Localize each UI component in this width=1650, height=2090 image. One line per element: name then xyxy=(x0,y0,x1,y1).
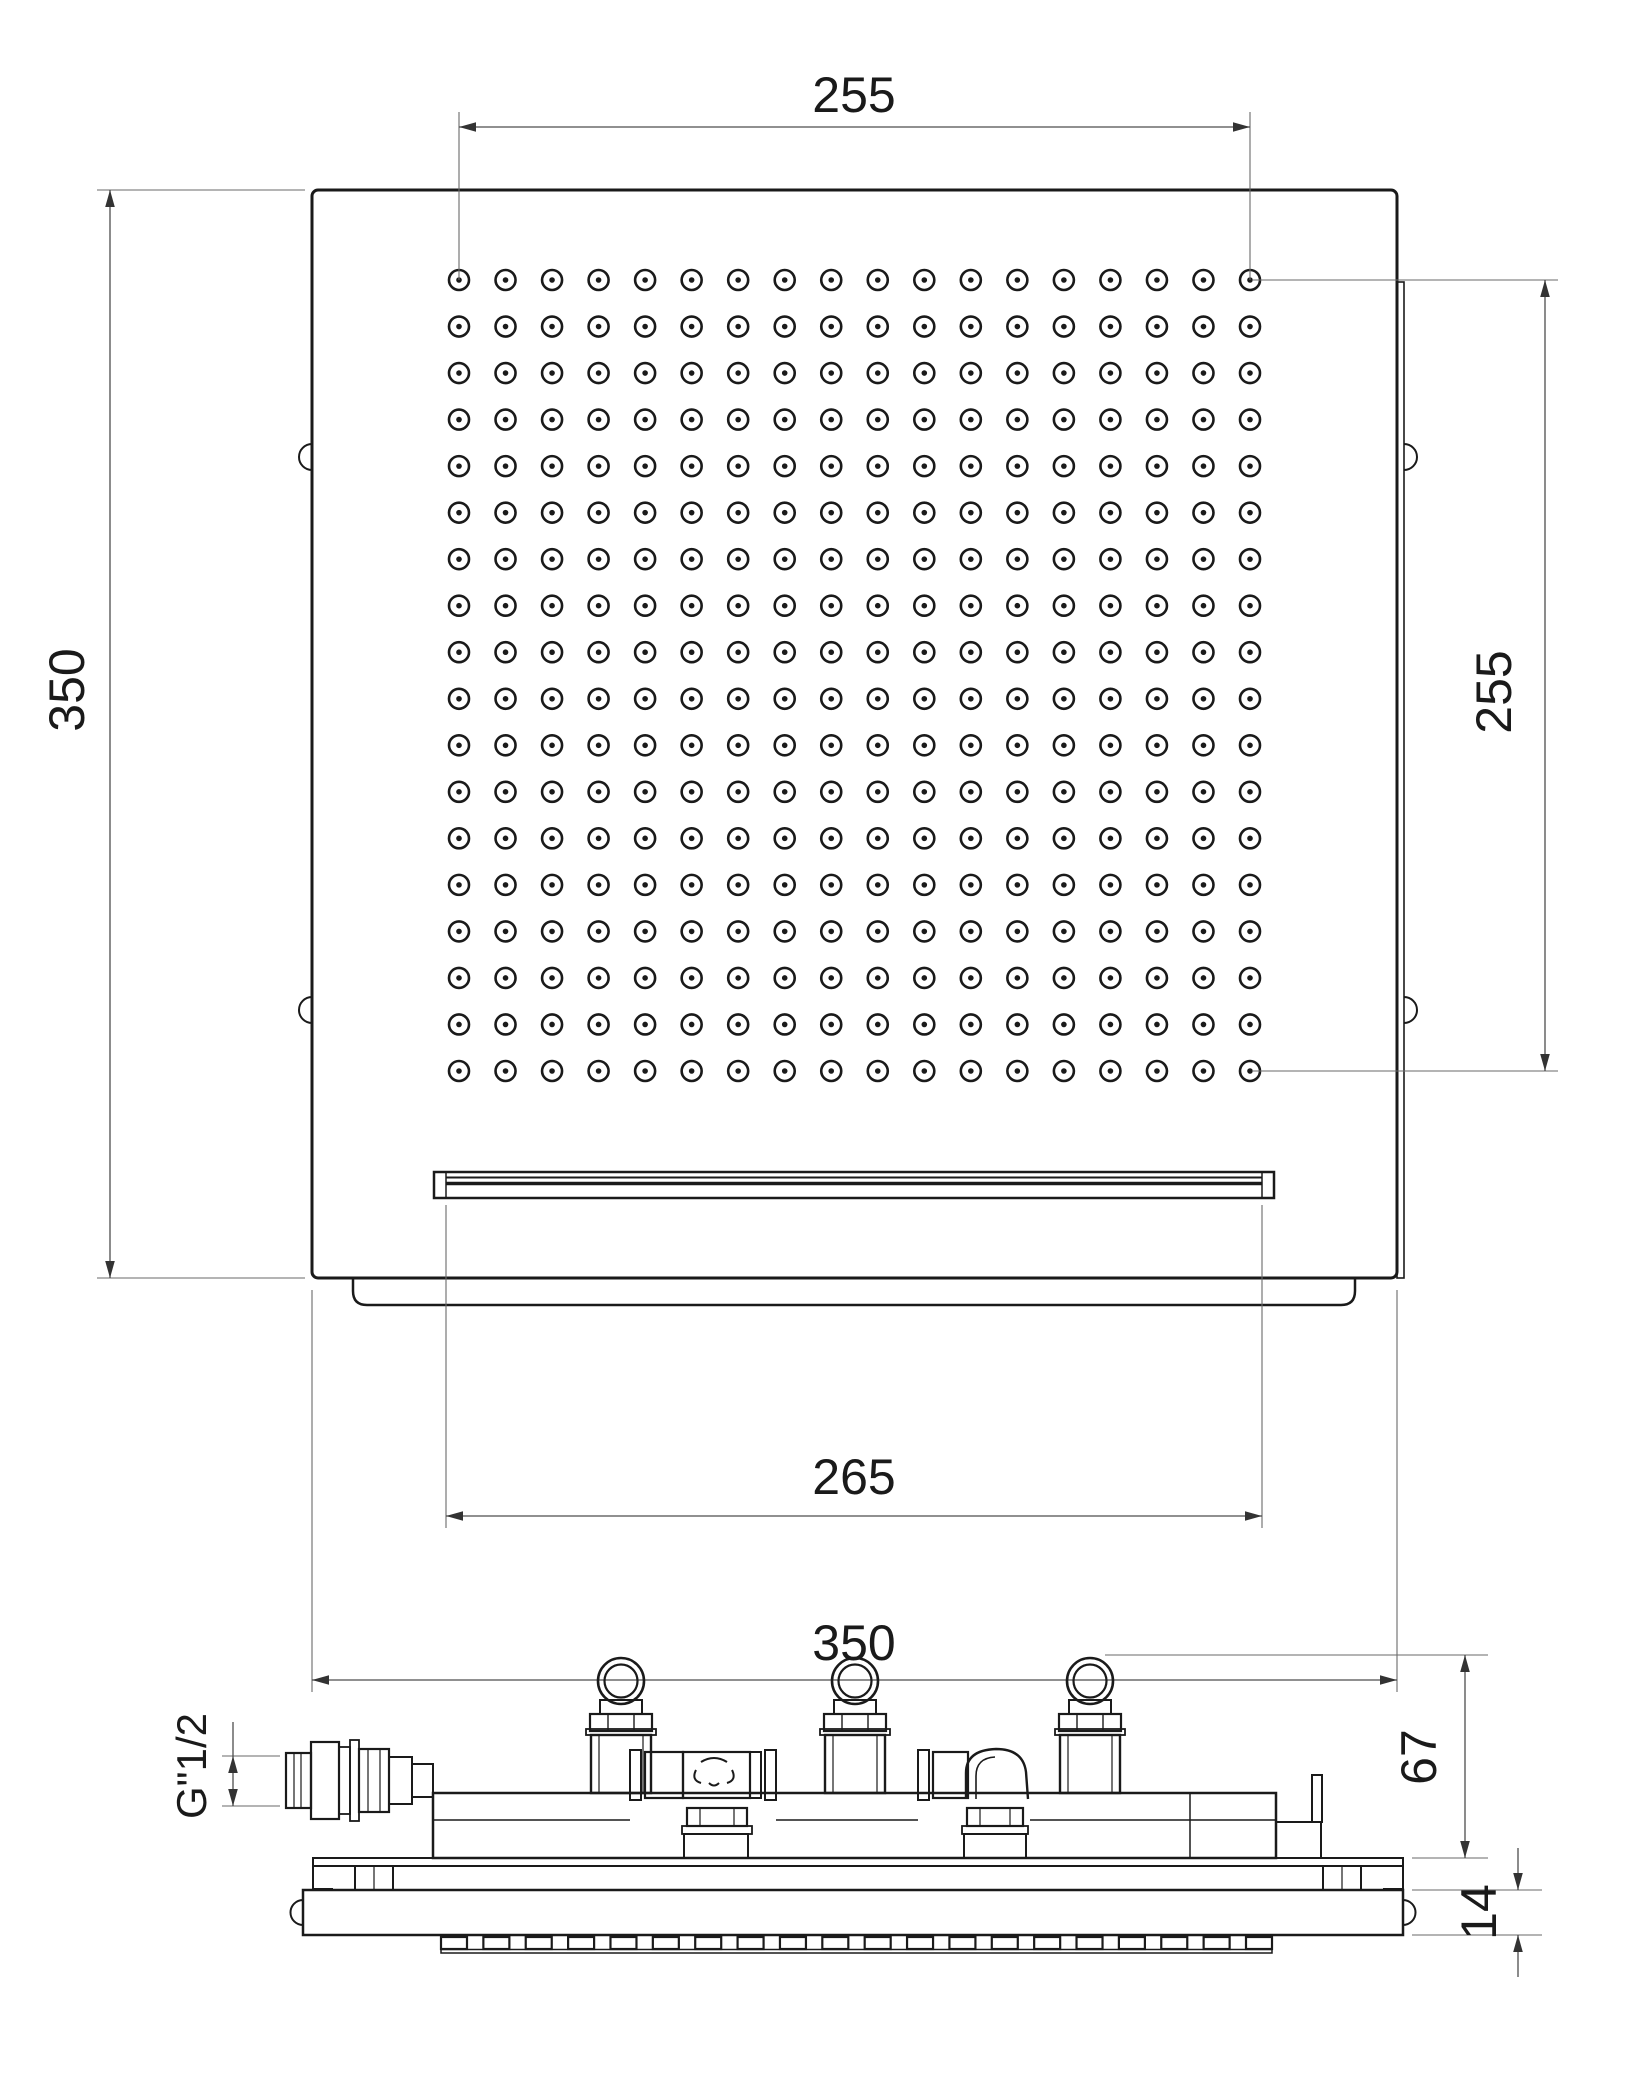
plate-side-strip xyxy=(1396,281,1405,1279)
tee-fitting xyxy=(629,1749,777,1859)
right-clip xyxy=(1383,1866,1404,1890)
side-view: G"1/2 67 14 xyxy=(168,1654,1542,1977)
plate-outline xyxy=(298,188,1418,1280)
dim-body-height-label: 67 xyxy=(1391,1729,1447,1785)
manifold-right-step xyxy=(1275,1821,1322,1859)
dim-bottom-width-label: 350 xyxy=(812,1615,895,1671)
tee-nut xyxy=(685,1806,749,1828)
dim-plate-thickness-label: 14 xyxy=(1451,1884,1507,1940)
plate-left-tab-upper xyxy=(298,443,313,471)
dim-bottom-width: 350 xyxy=(311,1290,1398,1692)
dim-top-width-label: 255 xyxy=(812,67,895,123)
outlet-teeth xyxy=(439,1935,1274,1951)
dim-right-height-label: 255 xyxy=(1466,650,1522,733)
mounting-plate xyxy=(312,1857,1404,1891)
top-view: 255 255 350 265 xyxy=(39,67,1558,1692)
dim-body-height: 67 xyxy=(1105,1654,1488,1859)
dim-right-height: 255 xyxy=(1252,279,1558,1072)
plate-right-tab-lower xyxy=(1403,996,1418,1024)
ring-hanger-3 xyxy=(1053,1656,1127,1795)
ring-hanger-2 xyxy=(818,1656,892,1795)
plate-right-tab-upper xyxy=(1403,443,1418,471)
dim-connector-thread-label: G"1/2 xyxy=(168,1713,215,1819)
shower-plate-slab xyxy=(289,1888,1417,1954)
supply-connector xyxy=(284,1739,434,1822)
mounting-flange xyxy=(351,1278,1357,1307)
dim-plate-thickness: 14 xyxy=(1412,1848,1542,1977)
left-clip xyxy=(312,1866,333,1890)
elbow-nut xyxy=(965,1806,1025,1828)
dim-left-height-label: 350 xyxy=(39,648,95,731)
right-pin xyxy=(1311,1774,1323,1823)
dim-slot-width-label: 265 xyxy=(812,1449,895,1505)
nozzle-grid xyxy=(447,268,1262,1083)
dim-left-height: 350 xyxy=(39,189,305,1279)
dim-top-width: 255 xyxy=(458,67,1251,280)
plate-left-tab-lower xyxy=(298,996,313,1024)
dim-connector-thread: G"1/2 xyxy=(168,1713,280,1819)
elbow-fitting xyxy=(917,1747,1030,1859)
dim-slot-width: 265 xyxy=(445,1205,1263,1528)
waterfall-slot xyxy=(432,1170,1276,1200)
